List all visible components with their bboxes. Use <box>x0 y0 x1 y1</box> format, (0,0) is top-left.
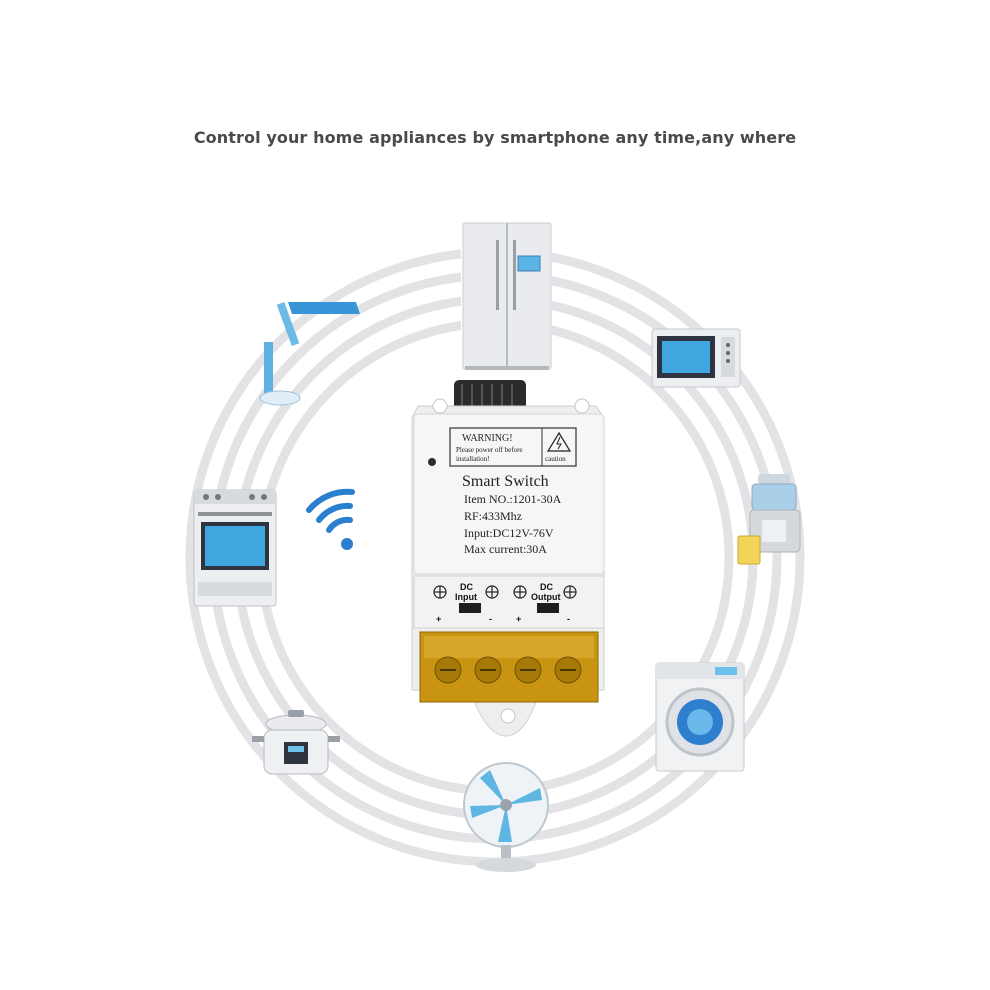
washing-machine-icon <box>655 662 745 772</box>
plus-1: + <box>436 614 441 624</box>
dc-input-label-top: DC <box>460 582 473 592</box>
item-number: Item NO.:1201-30A <box>464 492 562 506</box>
dc-output-label-bottom: Output <box>531 592 561 602</box>
microwave-icon <box>651 328 741 388</box>
minus-2: - <box>567 614 570 624</box>
smart-switch-device: WARNING! Please power off before install… <box>411 380 605 737</box>
device-name: Smart Switch <box>462 473 549 490</box>
rf-frequency: RF:433Mhz <box>464 509 522 523</box>
input-voltage: Input:DC12V-76V <box>464 526 554 540</box>
refrigerator-icon <box>461 222 552 372</box>
juicer-icon <box>737 474 801 565</box>
headline: Control your home appliances by smartpho… <box>193 128 797 147</box>
dc-input-label-bottom: Input <box>455 592 477 602</box>
wifi-icon <box>306 488 355 550</box>
warning-line1: Please power off before <box>456 446 523 454</box>
dc-output-label-top: DC <box>540 582 553 592</box>
fan-icon <box>463 762 549 872</box>
warning-title: WARNING! <box>462 433 513 444</box>
rice-cooker-icon <box>252 710 340 775</box>
desk-lamp-icon <box>259 301 360 406</box>
minus-1: - <box>489 614 492 624</box>
max-current: Max current:30A <box>464 542 547 556</box>
oven-icon <box>193 489 277 607</box>
caution-label: caution <box>545 455 566 463</box>
warning-line2: installation! <box>456 455 489 463</box>
screw-terminals <box>434 656 582 684</box>
plus-2: + <box>516 614 521 624</box>
